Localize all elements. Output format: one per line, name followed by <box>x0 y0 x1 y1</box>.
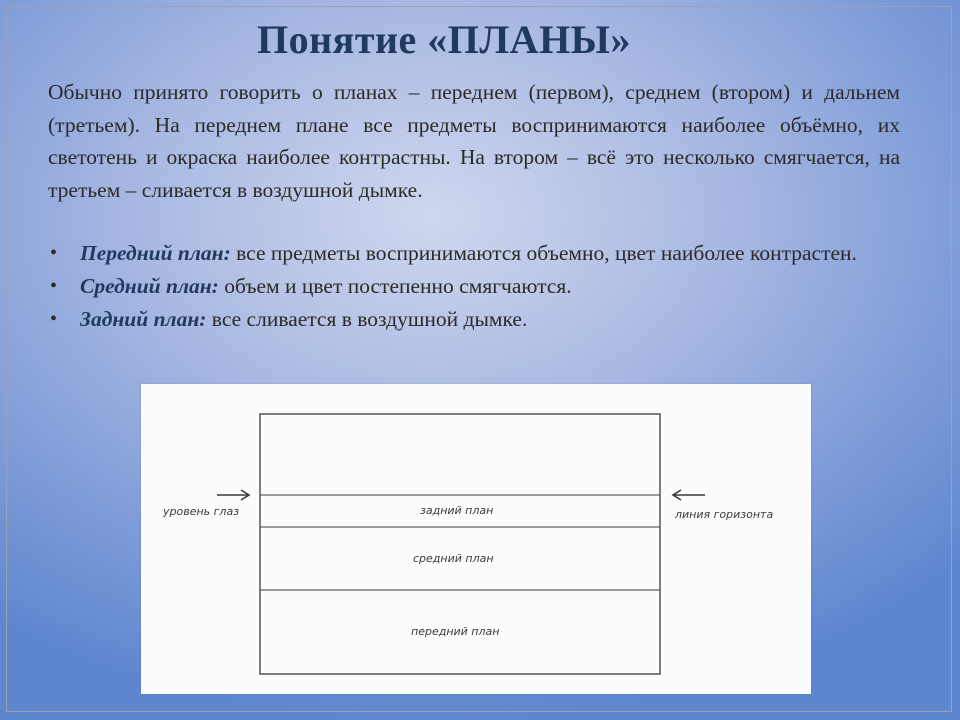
bullet-icon: • <box>50 275 58 297</box>
horizon-line-label: линия горизонта <box>675 508 774 521</box>
bullet-middle: • Средний план: объем и цвет постепенно … <box>48 271 900 302</box>
bullet-term: Задний план: <box>80 307 207 331</box>
bullet-foreground: • Передний план: все предметы воспринима… <box>48 238 900 269</box>
bullet-term: Передний план: <box>80 241 231 265</box>
slide-frame <box>6 6 952 712</box>
eye-level-label: уровень глаз <box>163 505 240 518</box>
middle-plan-label: средний план <box>413 552 494 565</box>
bullet-term: Средний план: <box>80 274 219 298</box>
bullet-background: • Задний план: все сливается в воздушной… <box>48 304 900 335</box>
slide-title: Понятие «ПЛАНЫ» <box>257 17 631 62</box>
intro-paragraph: Обычно принято говорить о планах – перед… <box>48 80 900 202</box>
plans-diagram-lines <box>217 413 705 675</box>
bullet-icon: • <box>50 308 58 330</box>
foreground-plan-label: передний план <box>411 625 500 638</box>
diagram-outer-rect <box>259 413 661 675</box>
horizon-arrow-icon <box>671 489 705 501</box>
bullet-text: все сливается в воздушной дымке. <box>206 307 528 331</box>
bullet-text: объем и цвет постепенно смягчаются. <box>218 274 572 298</box>
plans-diagram: уровень глаз линия горизонта задний план… <box>141 384 811 694</box>
bullet-text: все предметы воспринимаются объемно, цве… <box>230 241 857 265</box>
bullet-icon: • <box>50 242 58 264</box>
eye-level-arrow-icon <box>217 489 251 501</box>
bullet-list: • Передний план: все предметы воспринима… <box>48 238 900 337</box>
background-plan-label: задний план <box>420 504 494 517</box>
